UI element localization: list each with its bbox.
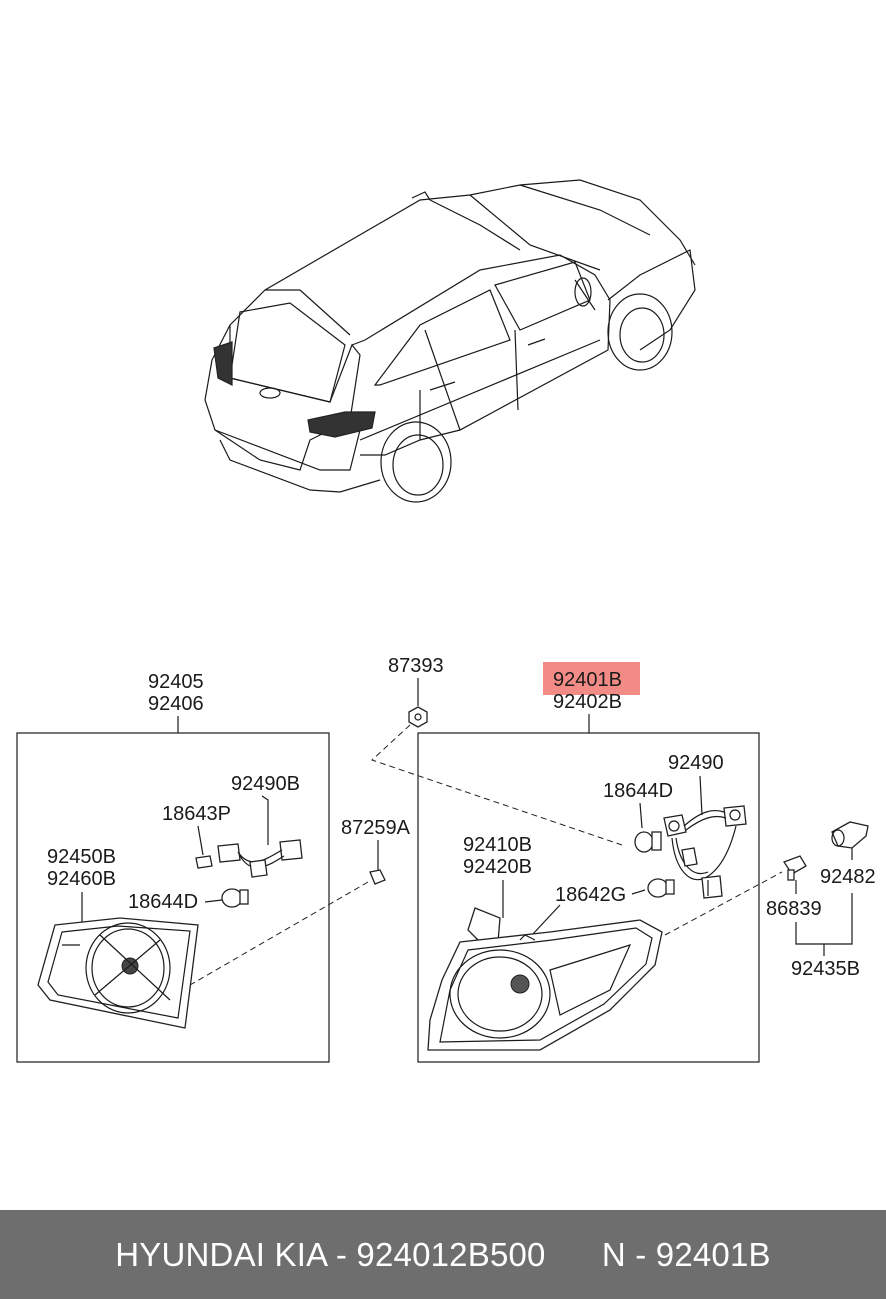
bulb-18644D-right-part — [634, 831, 662, 853]
callout-92435B: 92435B — [791, 958, 860, 980]
callout-92482: 92482 — [820, 866, 876, 888]
callout-18644D-right: 18644D — [603, 780, 673, 802]
callout-18644D-left: 18644D — [128, 891, 198, 913]
callout-18643P: 18643P — [162, 803, 231, 825]
callout-92450B: 92450B — [47, 846, 116, 868]
callout-87259A: 87259A — [341, 817, 411, 839]
right-assembly-box — [417, 732, 760, 1063]
callout-92460B: 92460B — [47, 868, 116, 890]
highlight-box — [543, 662, 640, 695]
callout-92402B: 92402B — [553, 691, 622, 713]
vehicle-illustration — [204, 179, 696, 503]
callout-92490: 92490 — [668, 752, 724, 774]
socket-92490B-part — [217, 839, 303, 878]
callout-87393: 87393 — [388, 655, 444, 677]
callout-92401B: 92401B — [553, 669, 622, 691]
bulb-18643P-part — [195, 855, 213, 869]
callout-92490B: 92490B — [231, 773, 300, 795]
footer-part-number-text: HYUNDAI KIA - 924012B500 N - 92401B — [115, 1235, 771, 1273]
bulb-18642G-part — [647, 878, 675, 898]
socket-92490-part — [663, 805, 747, 899]
left-assembly-box — [16, 732, 330, 1063]
cap-92482-part — [831, 821, 869, 849]
right-lens-part — [427, 907, 663, 1051]
bulb-18644D-left-part — [221, 888, 249, 908]
parts-diagram: 92405 92406 92490B 18643P 92450B 92460B … — [16, 179, 876, 1063]
part-number-footer: HYUNDAI KIA - 924012B500 N - 92401B — [0, 1210, 886, 1299]
left-lens-part — [37, 917, 199, 1029]
screw-86839-part — [783, 855, 807, 881]
callout-18642G: 18642G — [555, 884, 626, 906]
clip-87259A-part — [369, 869, 386, 885]
callout-92410B: 92410B — [463, 834, 532, 856]
callout-92420B: 92420B — [463, 856, 532, 878]
callout-86839: 86839 — [766, 898, 822, 920]
callout-92406: 92406 — [148, 693, 204, 715]
callout-92405: 92405 — [148, 671, 204, 693]
nut-87393-part — [408, 706, 428, 728]
